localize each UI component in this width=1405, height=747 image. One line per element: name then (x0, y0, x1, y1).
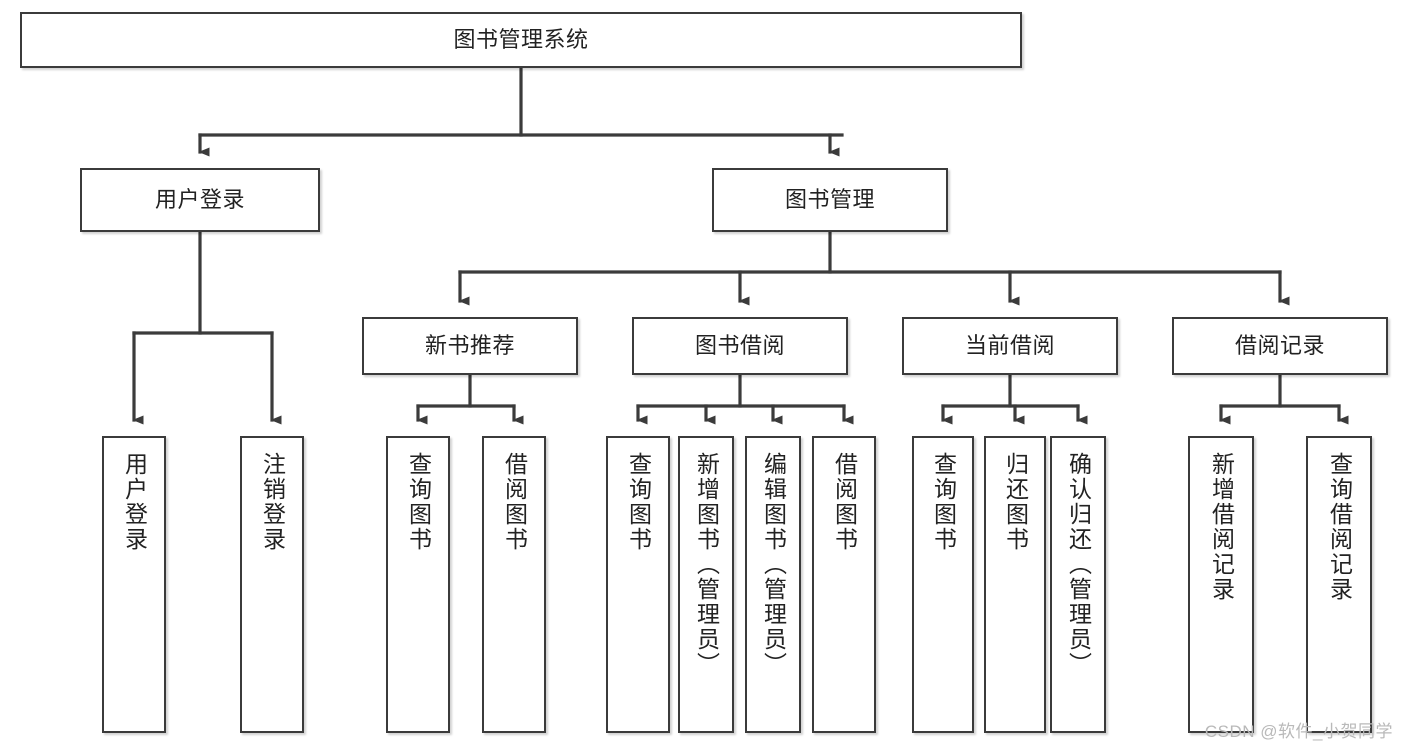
leaf-logout[interactable]: 注销登录 (240, 436, 304, 733)
leaf-edit-book-admin[interactable]: 编辑图书（管理员） (745, 436, 801, 733)
leaf-query-book-recommend[interactable]: 查询图书 (386, 436, 450, 733)
leaf-return-book-label: 归还图书 (1002, 452, 1029, 552)
node-book-management-label: 图书管理 (784, 187, 875, 213)
node-borrow-record[interactable]: 借阅记录 (1172, 317, 1388, 375)
leaf-add-borrow-record[interactable]: 新增借阅记录 (1188, 436, 1254, 733)
leaf-user-login[interactable]: 用户登录 (102, 436, 166, 733)
leaf-borrow-book-label: 借阅图书 (831, 452, 858, 552)
leaf-query-book-current[interactable]: 查询图书 (912, 436, 974, 733)
leaf-query-borrow-record-label: 查询借阅记录 (1326, 452, 1353, 602)
node-new-book-recommend-label: 新书推荐 (424, 333, 515, 359)
node-root[interactable]: 图书管理系统 (20, 12, 1022, 68)
leaf-return-book[interactable]: 归还图书 (984, 436, 1046, 733)
leaf-query-book-recommend-label: 查询图书 (405, 452, 432, 552)
leaf-confirm-return-admin-label: 确认归还（管理员） (1065, 452, 1092, 677)
leaf-query-borrow-record[interactable]: 查询借阅记录 (1306, 436, 1372, 733)
node-book-management[interactable]: 图书管理 (712, 168, 948, 232)
leaf-add-borrow-record-label: 新增借阅记录 (1208, 452, 1235, 602)
leaf-add-book-admin[interactable]: 新增图书（管理员） (678, 436, 734, 733)
node-user-login[interactable]: 用户登录 (80, 168, 320, 232)
leaf-logout-label: 注销登录 (259, 452, 286, 552)
leaf-user-login-label: 用户登录 (121, 452, 148, 552)
leaf-query-book-borrow[interactable]: 查询图书 (606, 436, 670, 733)
node-user-login-label: 用户登录 (154, 187, 245, 213)
node-new-book-recommend[interactable]: 新书推荐 (362, 317, 578, 375)
node-root-label: 图书管理系统 (453, 27, 589, 53)
leaf-borrow-book-recommend[interactable]: 借阅图书 (482, 436, 546, 733)
node-book-borrow-label: 图书借阅 (694, 333, 785, 359)
leaf-query-book-borrow-label: 查询图书 (625, 452, 652, 552)
leaf-query-book-current-label: 查询图书 (930, 452, 957, 552)
leaf-confirm-return-admin[interactable]: 确认归还（管理员） (1050, 436, 1106, 733)
leaf-edit-book-admin-label: 编辑图书（管理员） (760, 452, 787, 677)
node-book-borrow[interactable]: 图书借阅 (632, 317, 848, 375)
leaf-borrow-book-recommend-label: 借阅图书 (501, 452, 528, 552)
leaf-borrow-book[interactable]: 借阅图书 (812, 436, 876, 733)
node-borrow-record-label: 借阅记录 (1234, 333, 1325, 359)
node-current-borrow[interactable]: 当前借阅 (902, 317, 1118, 375)
node-current-borrow-label: 当前借阅 (964, 333, 1055, 359)
leaf-add-book-admin-label: 新增图书（管理员） (693, 452, 720, 677)
